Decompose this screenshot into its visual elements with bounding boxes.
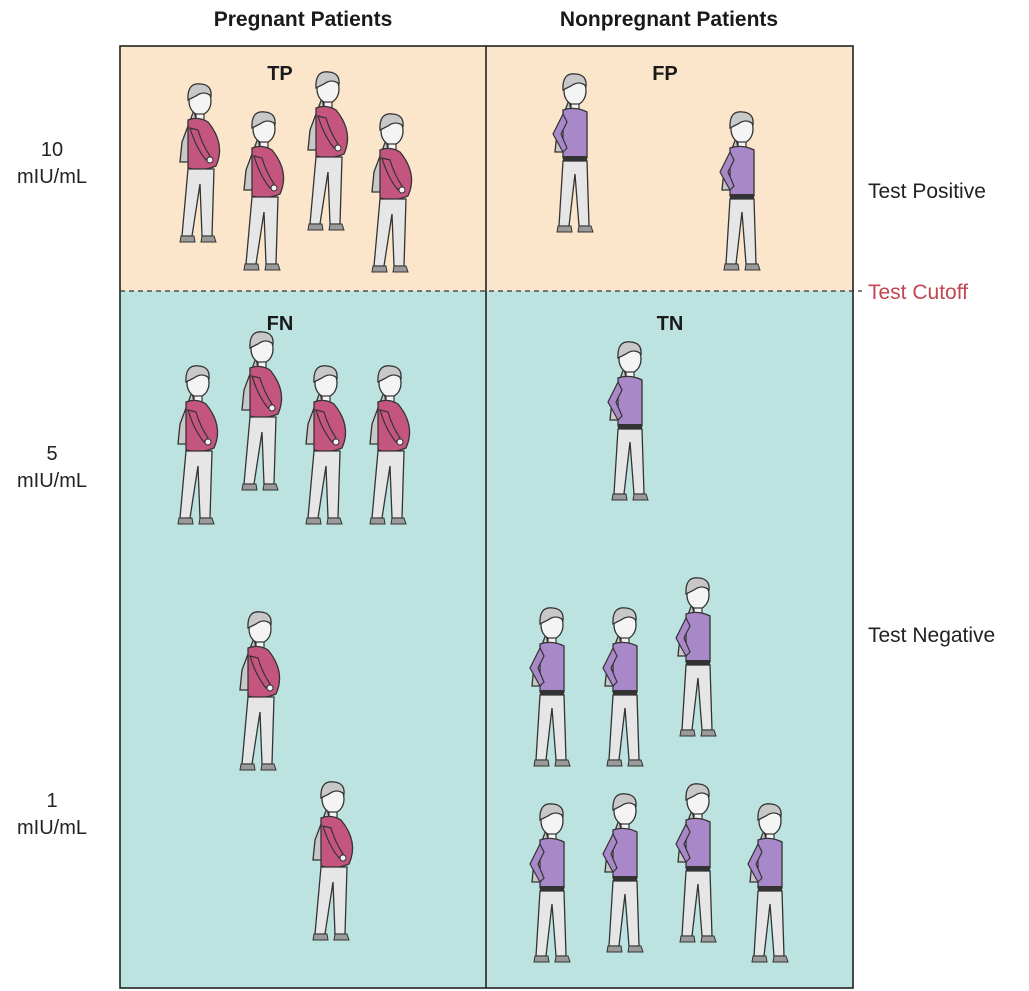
tp-label: TP <box>267 63 293 85</box>
tn-label: TN <box>657 313 684 335</box>
fn-label: FN <box>267 313 294 335</box>
fp-label: FP <box>652 63 678 85</box>
